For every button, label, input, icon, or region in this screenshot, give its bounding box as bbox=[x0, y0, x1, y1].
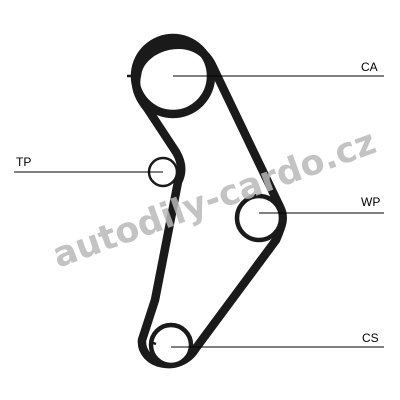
crankshaft-timing-mark bbox=[149, 340, 157, 346]
cs-label: CS bbox=[362, 331, 379, 345]
crankshaft-pulley-ring bbox=[148, 322, 194, 368]
water-pump-pulley bbox=[234, 193, 284, 243]
wp-label: WP bbox=[361, 195, 380, 209]
watermark: autodily-cardo.cz bbox=[47, 122, 381, 276]
ca-label: CA bbox=[361, 60, 378, 74]
tp-label: TP bbox=[16, 155, 31, 169]
crankshaft-pulley bbox=[148, 322, 194, 368]
